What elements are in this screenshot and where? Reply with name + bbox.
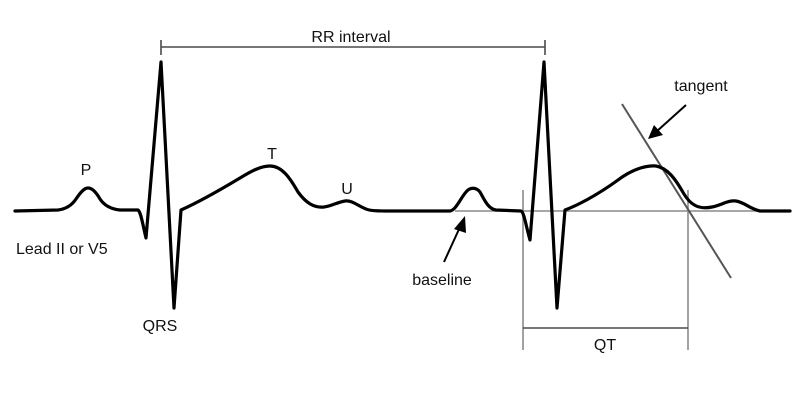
baseline-label: baseline [412, 272, 472, 289]
qrs-label: QRS [143, 318, 178, 335]
tangent-arrow [648, 104, 687, 139]
lead-label: Lead II or V5 [16, 241, 108, 258]
u-wave-label: U [341, 181, 353, 198]
baseline-arrow [443, 216, 466, 263]
rr-interval-dimension [160, 40, 546, 55]
tangent-line [621, 103, 732, 279]
qt-label: QT [594, 337, 616, 354]
p-wave-label: P [81, 162, 92, 179]
ecg-waveform [13, 60, 792, 310]
rr-interval-label: RR interval [311, 29, 390, 46]
guide-lines [455, 103, 790, 350]
t-wave-label: T [267, 146, 277, 163]
tangent-label: tangent [674, 78, 728, 95]
